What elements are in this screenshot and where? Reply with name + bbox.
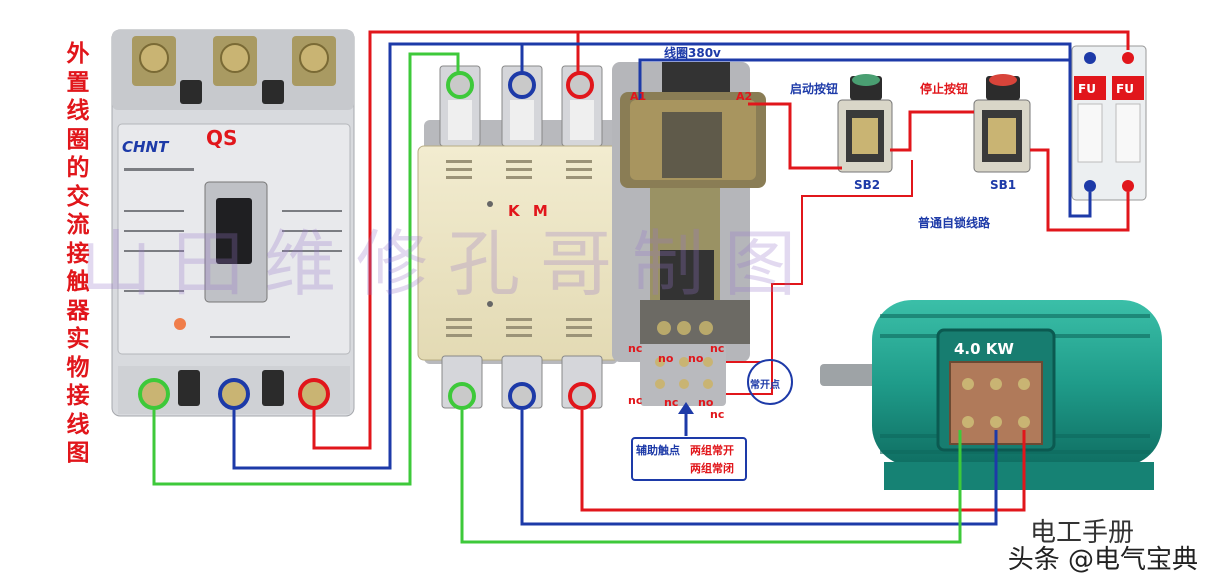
circuit-breaker bbox=[111, 29, 355, 417]
vertical-title-char: 置 bbox=[66, 69, 90, 96]
breaker-brand: CHNT bbox=[122, 138, 169, 156]
coil-voltage-label: 线圈380v bbox=[664, 46, 721, 60]
vertical-title-char: 实 bbox=[66, 326, 90, 352]
aux-nc-bottom-mid: nc bbox=[664, 396, 679, 409]
wires-blue bbox=[232, 42, 1092, 526]
fuses-fu bbox=[1071, 45, 1147, 201]
coil-a1-label: A1 bbox=[630, 90, 647, 103]
vertical-title-char: 图 bbox=[66, 440, 90, 466]
wires-control-red bbox=[726, 160, 913, 395]
fuse-left-label: FU bbox=[1078, 82, 1096, 96]
vertical-title-char: 圈 bbox=[66, 126, 90, 153]
start-button-title: 启动按钮 bbox=[790, 82, 839, 96]
aux-no-top-2: no bbox=[688, 352, 704, 365]
normally-open-highlight bbox=[747, 359, 793, 405]
start-button-code: SB2 bbox=[854, 178, 881, 192]
wires-green bbox=[152, 52, 962, 544]
contactor-label-km: K M bbox=[508, 202, 552, 220]
vertical-title-char: 流 bbox=[66, 212, 90, 238]
vertical-title-char: 外 bbox=[66, 41, 90, 67]
vertical-title-char: 交 bbox=[66, 183, 90, 210]
watermark: 山田维修孔哥制图 bbox=[80, 222, 817, 306]
start-button-sb2 bbox=[837, 74, 893, 173]
vertical-title-char: 器 bbox=[66, 297, 90, 324]
aux-nc-top-left: nc bbox=[628, 342, 643, 355]
contactor-km bbox=[417, 65, 625, 410]
stop-button-title: 停止按钮 bbox=[920, 82, 969, 96]
contactor-coil bbox=[612, 62, 766, 406]
stop-button-sb1 bbox=[973, 74, 1031, 173]
self-lock-label: 普通自锁线路 bbox=[918, 216, 991, 230]
aux-nc-bottom-left: nc bbox=[628, 394, 643, 407]
breaker-label-qs: QS bbox=[206, 126, 238, 150]
vertical-title-char: 的 bbox=[66, 155, 90, 181]
aux-note-line2: 两组常闭 bbox=[690, 462, 734, 475]
vertical-title-char: 物 bbox=[66, 354, 90, 381]
vertical-title-char: 接 bbox=[66, 240, 90, 267]
footer-brand: 电工手册 bbox=[1030, 518, 1135, 548]
vertical-title-char: 触 bbox=[66, 269, 90, 295]
aux-note-box bbox=[631, 437, 747, 481]
aux-note-line1b: 两组常开 bbox=[690, 444, 734, 457]
breaker-top-terminals bbox=[132, 36, 336, 104]
fuse-right-label: FU bbox=[1116, 82, 1134, 96]
motor-power-label: 4.0 KW bbox=[954, 340, 1014, 358]
vertical-title-char: 线 bbox=[66, 411, 90, 438]
footer-source: 头条 @电气宝典 bbox=[1007, 545, 1198, 575]
vertical-title-char: 接 bbox=[66, 383, 90, 409]
coil-a2-label: A2 bbox=[736, 90, 753, 103]
stop-button-code: SB1 bbox=[990, 178, 1017, 192]
motor bbox=[820, 300, 1162, 490]
aux-arrow bbox=[678, 402, 694, 436]
normally-open-label: 常开点 bbox=[750, 380, 780, 391]
vertical-title: 外置线圈的交流接触器实物接线图 bbox=[62, 40, 94, 468]
aux-no-top-1: no bbox=[658, 352, 674, 365]
aux-note-line1a: 辅助触点 bbox=[636, 444, 680, 457]
aux-no-bottom-1: no bbox=[698, 396, 714, 409]
aux-nc-bottom-right: nc bbox=[710, 408, 725, 421]
aux-nc-top-right: nc bbox=[710, 342, 725, 355]
wires-red bbox=[312, 30, 1130, 512]
vertical-title-char: 线 bbox=[66, 98, 90, 124]
